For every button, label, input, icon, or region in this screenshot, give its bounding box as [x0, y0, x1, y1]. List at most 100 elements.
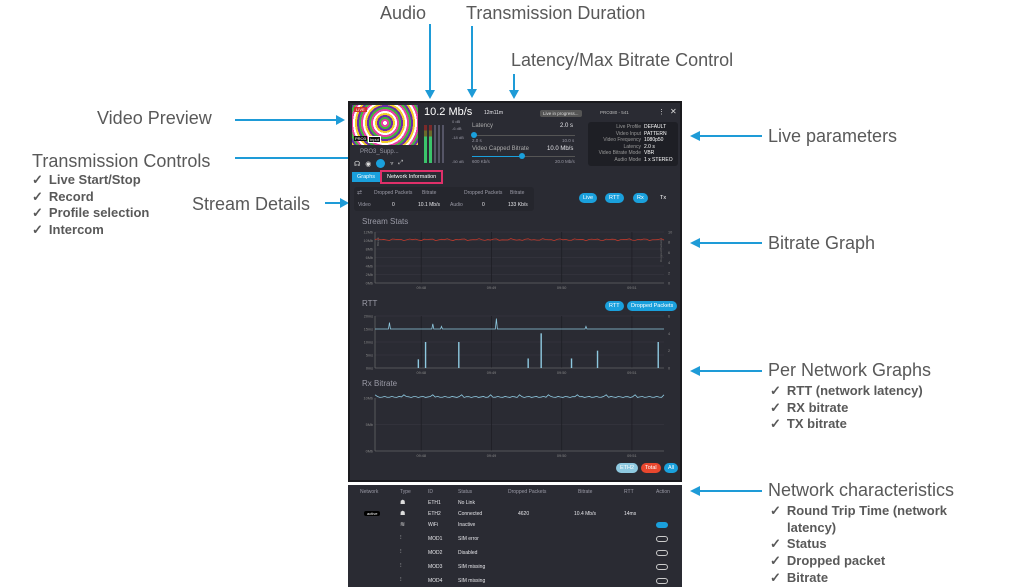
annotation-bullet: ✓RX bitrate [770, 400, 848, 416]
network-toggle[interactable] [656, 536, 668, 542]
y-tick: 12Mb [364, 231, 374, 235]
legend-all[interactable]: All [664, 463, 679, 473]
stream-details: ⇄ Dropped Packets Bitrate Dropped Packet… [354, 187, 534, 211]
chart-title: RTT [362, 299, 378, 308]
arrow-audio [429, 24, 431, 92]
bullet-text: Record [48, 189, 94, 204]
legend-total[interactable]: Total [641, 463, 661, 473]
refresh-icon[interactable]: ⇄ [357, 190, 363, 196]
dropped-packet-bar [458, 342, 460, 368]
legend-eth2[interactable]: ETH2 [616, 463, 639, 473]
x-tick: 09:48 [416, 371, 426, 375]
y2-tick: 4 [668, 332, 670, 336]
x-tick: 09:51 [627, 371, 637, 375]
annotation-bullet: ✓Profile selection [32, 205, 149, 221]
cell-status: No Link [458, 500, 475, 506]
annotation-bitrate-graph: Bitrate Graph [768, 233, 876, 253]
y-tick: 0Mb [366, 282, 373, 286]
audio-bitrate: 133 Kb/s [508, 202, 528, 208]
network-toggle[interactable] [656, 564, 668, 570]
bullet-text: Round Trip Time (network [786, 503, 948, 518]
graph-tx-button[interactable]: Tx [660, 195, 667, 201]
latency-slider-handle[interactable] [471, 132, 477, 138]
profile-name[interactable]: PRO3_Supp... [360, 149, 399, 155]
cell-id: ETH1 [428, 500, 441, 506]
record-icon[interactable]: ◉ [365, 160, 372, 168]
modem-icon: ⫶ [400, 577, 402, 583]
capped-bitrate-handle[interactable] [519, 153, 525, 159]
annotation-latency-control: Latency/Max Bitrate Control [511, 50, 734, 70]
transmission-duration: 12m11m [484, 110, 504, 116]
chart-title: Rx Bitrate [362, 379, 398, 388]
dropped-packet-bar [424, 342, 427, 368]
annotation-video-preview: Video Preview [97, 108, 212, 128]
arrow-latency [513, 74, 515, 91]
meter-label: -50 dB [452, 159, 464, 164]
tab-network-information[interactable]: Network Information [380, 170, 444, 184]
wifi-icon: ≋ [400, 522, 406, 528]
cell-status: Disabled [458, 550, 478, 556]
x-tick: 09:48 [416, 286, 426, 290]
y-tick: 4Mb [366, 265, 373, 269]
cell-status: SIM missing [458, 578, 486, 584]
network-toggle[interactable] [656, 550, 668, 556]
annotation-bullet: ✓Status [770, 536, 827, 552]
live-param-value: 1 x STEREO [644, 156, 673, 163]
headset-icon[interactable]: ☊ [354, 160, 361, 168]
y-tick: 0ms [366, 367, 373, 371]
annotation-bullet: ✓RTT (network latency) [770, 383, 923, 399]
video-dropped: 0 [392, 202, 395, 208]
check-icon: ✓ [32, 189, 43, 204]
meter-label: -6 dB [452, 126, 462, 131]
annotation-bullet: ✓Dropped packet [770, 553, 885, 569]
check-icon: ✓ [770, 416, 781, 431]
more-icon[interactable]: ⋮ [658, 109, 665, 116]
x-tick: 09:48 [416, 454, 426, 458]
arrow-head [336, 115, 345, 125]
bullet-text: Bitrate [786, 570, 829, 585]
close-icon[interactable]: ✕ [670, 107, 677, 116]
cell-id: MOD3 [428, 564, 443, 570]
latency-slider[interactable] [472, 135, 575, 136]
fullscreen-icon[interactable]: ⤢ [398, 160, 404, 166]
audio-dropped: 0 [482, 202, 485, 208]
active-badge: active [364, 511, 381, 516]
profile-icon[interactable]: ▿ [390, 161, 394, 167]
rtt-toggle-button[interactable]: RTT [605, 301, 624, 311]
cell-status: SIM error [458, 536, 479, 542]
x-tick: 09:51 [627, 286, 637, 290]
arrow-head [690, 131, 700, 141]
y2-tick: 0 [668, 367, 670, 371]
table-header: Action [656, 489, 670, 495]
table-header: Bitrate [578, 489, 593, 495]
preview-tag: Input [368, 136, 381, 143]
y2-tick: 0 [668, 282, 670, 286]
tab-graphs[interactable]: Graphs [352, 172, 381, 182]
table-header: RTT [624, 489, 634, 495]
bullet-text: Dropped packet [786, 553, 886, 568]
live-param-key: Audio Mode [614, 156, 641, 163]
check-icon: ✓ [770, 503, 781, 518]
bullet-text: TX bitrate [786, 416, 847, 431]
y-tick: 5Mb [366, 423, 373, 427]
graph-live-button[interactable]: Live [579, 193, 598, 203]
capped-min: 600 Kb/s [472, 159, 490, 164]
graph-rx-button[interactable]: Rx [633, 193, 648, 203]
network-toggle[interactable] [656, 578, 668, 584]
x-tick: 09:49 [487, 371, 497, 375]
graph-rtt-button[interactable]: RTT [605, 193, 624, 203]
cell-status: Inactive [458, 522, 476, 528]
y-label: Bitrate [376, 237, 380, 246]
col-bitrate: Bitrate [510, 190, 525, 196]
network-toggle[interactable] [656, 522, 668, 528]
y-tick: 0Mb [366, 450, 373, 454]
check-icon: ✓ [770, 536, 781, 551]
annotation-bullet: latency) [787, 520, 836, 535]
live-start-stop-icon[interactable] [376, 159, 386, 168]
annotation-bullet: ✓Live Start/Stop [32, 172, 141, 188]
dropped-packets-toggle-button[interactable]: Dropped Packets [627, 301, 678, 311]
